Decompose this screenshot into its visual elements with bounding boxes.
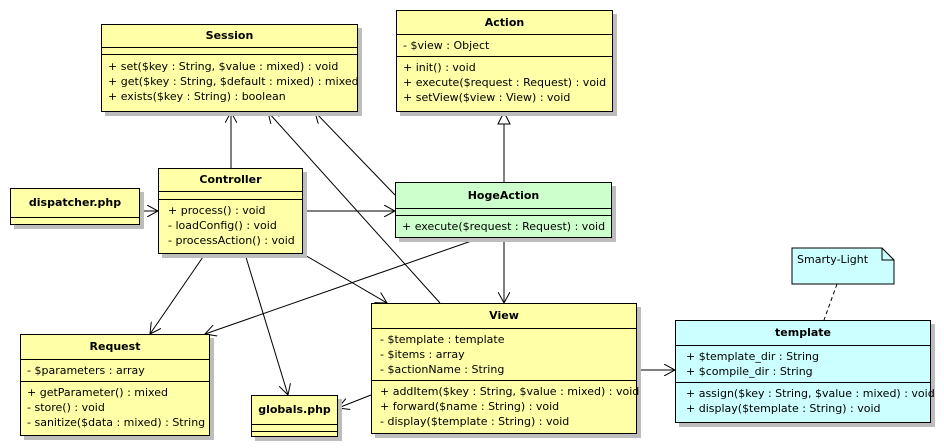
- operation: + addItem($key : String, $value : mixed)…: [380, 385, 640, 398]
- edge-note-template: [823, 283, 838, 321]
- operation: + getParameter() : mixed: [27, 386, 168, 399]
- class-hogeaction-name: HogeAction: [467, 189, 540, 202]
- operation: - loadConfig() : void: [168, 219, 277, 232]
- note-text: Smarty-Light: [797, 253, 869, 266]
- class-action-name: Action: [484, 16, 525, 29]
- class-request-operations: + getParameter() : mixed - store() : voi…: [21, 381, 209, 433]
- file-globals[interactable]: globals.php: [251, 395, 338, 437]
- operation: - sanitize($data : mixed) : String: [27, 416, 206, 429]
- class-request[interactable]: Request - $parameters : array + getParam…: [20, 334, 210, 436]
- attribute: + $compile_dir : String: [686, 365, 813, 378]
- edge-hogeaction-session: [315, 112, 396, 196]
- class-session[interactable]: Session + set($key : String, $value : mi…: [101, 24, 359, 112]
- attribute: - $template : template: [380, 333, 505, 346]
- edge-controller-request: [150, 253, 206, 334]
- operation: + execute($request : Request) : void: [402, 220, 606, 233]
- class-controller[interactable]: Controller + process() : void - loadConf…: [158, 168, 303, 254]
- class-controller-operations: + process() : void - loadConfig() : void…: [159, 199, 302, 251]
- operation: + setView($view : View) : void: [403, 91, 571, 104]
- file-globals-name: globals.php: [252, 396, 337, 425]
- edge-controller-globals: [244, 253, 288, 395]
- file-dispatcher[interactable]: dispatcher.php: [10, 188, 140, 225]
- class-view[interactable]: View - $template : template - $items : a…: [371, 303, 640, 434]
- class-hogeaction-attributes: [396, 208, 611, 215]
- class-action-operations: + init() : void + execute($request : Req…: [397, 56, 612, 108]
- attribute: - $view : Object: [403, 39, 490, 52]
- operation: + set($key : String, $value : mixed) : v…: [108, 60, 339, 73]
- class-view-operations: + addItem($key : String, $value : mixed)…: [372, 380, 640, 432]
- operation: + exists($key : String) : boolean: [108, 90, 286, 103]
- class-request-attributes: - $parameters : array: [21, 359, 209, 381]
- class-template-name: template: [775, 326, 831, 339]
- operation: + execute($request : Request) : void: [403, 76, 607, 89]
- class-action-attributes: - $view : Object: [397, 34, 612, 56]
- edge-view-globals: [338, 394, 372, 408]
- class-request-name: Request: [89, 340, 141, 353]
- class-view-attributes: - $template : template - $items : array …: [372, 328, 636, 380]
- edge-controller-view: [302, 253, 387, 303]
- note-shape: [791, 247, 895, 285]
- edge-hogeaction-request: [205, 237, 481, 334]
- operation: + get($key : String, $default : mixed) :…: [108, 75, 359, 88]
- operation: - store() : void: [27, 401, 105, 414]
- class-template-operations: + assign($key : String, $value : mixed) …: [676, 382, 935, 419]
- attribute: - $items : array: [380, 348, 465, 361]
- class-session-name: Session: [205, 29, 254, 42]
- operation: - display($template : String) : void: [380, 415, 570, 428]
- attribute: + $template_dir : String: [686, 350, 819, 363]
- operation: + display($template : String) : void: [686, 402, 881, 415]
- edge-view-session: [268, 112, 441, 304]
- operation: + process() : void: [168, 204, 266, 217]
- class-view-name: View: [489, 309, 519, 322]
- note-smarty-light[interactable]: Smarty-Light: [792, 248, 894, 284]
- file-globals-compartment: [252, 425, 337, 432]
- file-dispatcher-name: dispatcher.php: [11, 189, 139, 218]
- class-action[interactable]: Action - $view : Object + init() : void …: [396, 10, 613, 112]
- class-controller-attributes: [159, 191, 302, 199]
- class-hogeaction[interactable]: HogeAction + execute($request : Request)…: [395, 182, 612, 238]
- operation: - processAction() : void: [168, 234, 295, 247]
- attribute: - $parameters : array: [27, 364, 145, 377]
- operation: + forward($name : String) : void: [380, 400, 560, 413]
- class-template-attributes: + $template_dir : String + $compile_dir …: [676, 345, 930, 382]
- note-fold: [881, 248, 894, 261]
- class-session-attributes: [102, 47, 357, 54]
- class-template[interactable]: template + $template_dir : String + $com…: [675, 320, 935, 423]
- operation: + assign($key : String, $value : mixed) …: [686, 387, 935, 400]
- class-hogeaction-operations: + execute($request : Request) : void: [396, 215, 611, 237]
- class-session-operations: + set($key : String, $value : mixed) : v…: [102, 54, 359, 107]
- class-controller-name: Controller: [199, 173, 262, 186]
- operation: + init() : void: [403, 61, 476, 74]
- attribute: - $actionName : String: [380, 363, 505, 376]
